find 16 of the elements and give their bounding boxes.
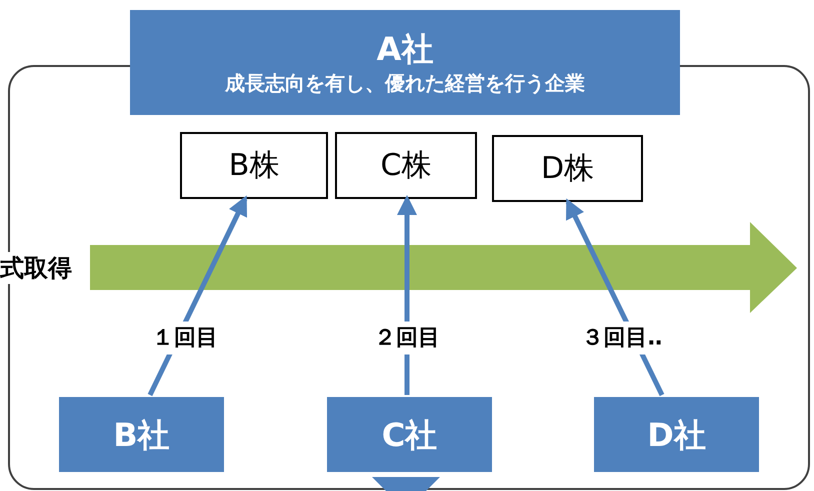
header-banner <box>130 10 680 115</box>
node-label: D株 <box>540 150 594 188</box>
header-title: A社 <box>376 28 434 68</box>
company-box <box>59 397 224 472</box>
node-label: D社 <box>647 414 706 456</box>
node-label: C株 <box>380 147 432 185</box>
company-box <box>327 397 492 472</box>
node-label: B株 <box>228 147 280 185</box>
header-subtitle: 成長志向を有し、優れた経営を行う企業 <box>225 70 585 96</box>
node-label: B社 <box>113 414 170 456</box>
axis-label: 式取得 <box>0 252 72 284</box>
company-box <box>594 397 759 472</box>
stock-box <box>180 132 328 199</box>
stock-box <box>492 135 643 202</box>
stock-box <box>335 132 477 199</box>
node-label: C社 <box>382 414 438 456</box>
